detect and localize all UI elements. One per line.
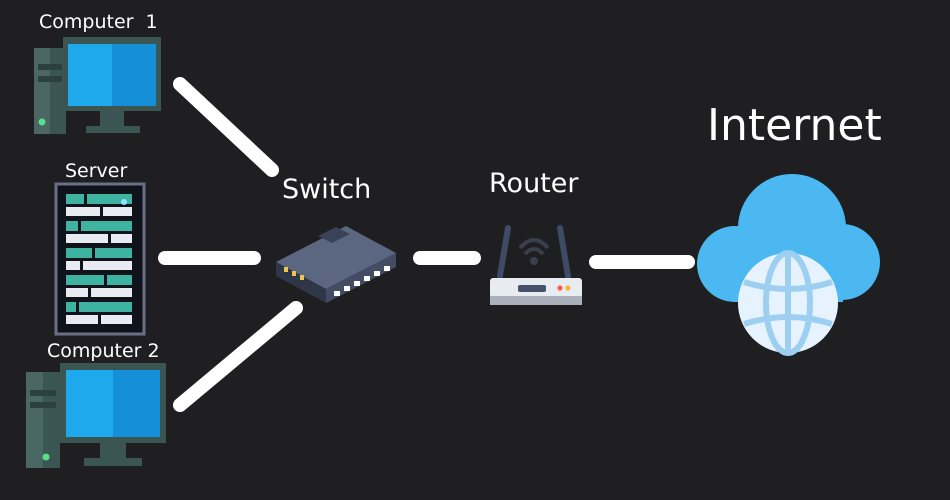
internet-label: Internet bbox=[707, 100, 882, 151]
computer-1-icon bbox=[34, 37, 161, 134]
switch-label: Switch bbox=[282, 174, 372, 205]
internet-cloud-icon bbox=[697, 174, 880, 356]
link-computer2-switch bbox=[173, 301, 303, 412]
switch-icon bbox=[276, 226, 396, 303]
computer-2-label: Computer 2 bbox=[47, 340, 160, 362]
computer-1-label: Computer 1 bbox=[39, 11, 158, 33]
router-label: Router bbox=[489, 168, 579, 199]
link-computer1-switch bbox=[173, 77, 279, 177]
server-label: Server bbox=[65, 160, 128, 182]
computer-2-icon bbox=[26, 363, 166, 468]
connections bbox=[158, 77, 695, 412]
router-icon bbox=[490, 225, 582, 305]
server-icon bbox=[54, 182, 146, 336]
